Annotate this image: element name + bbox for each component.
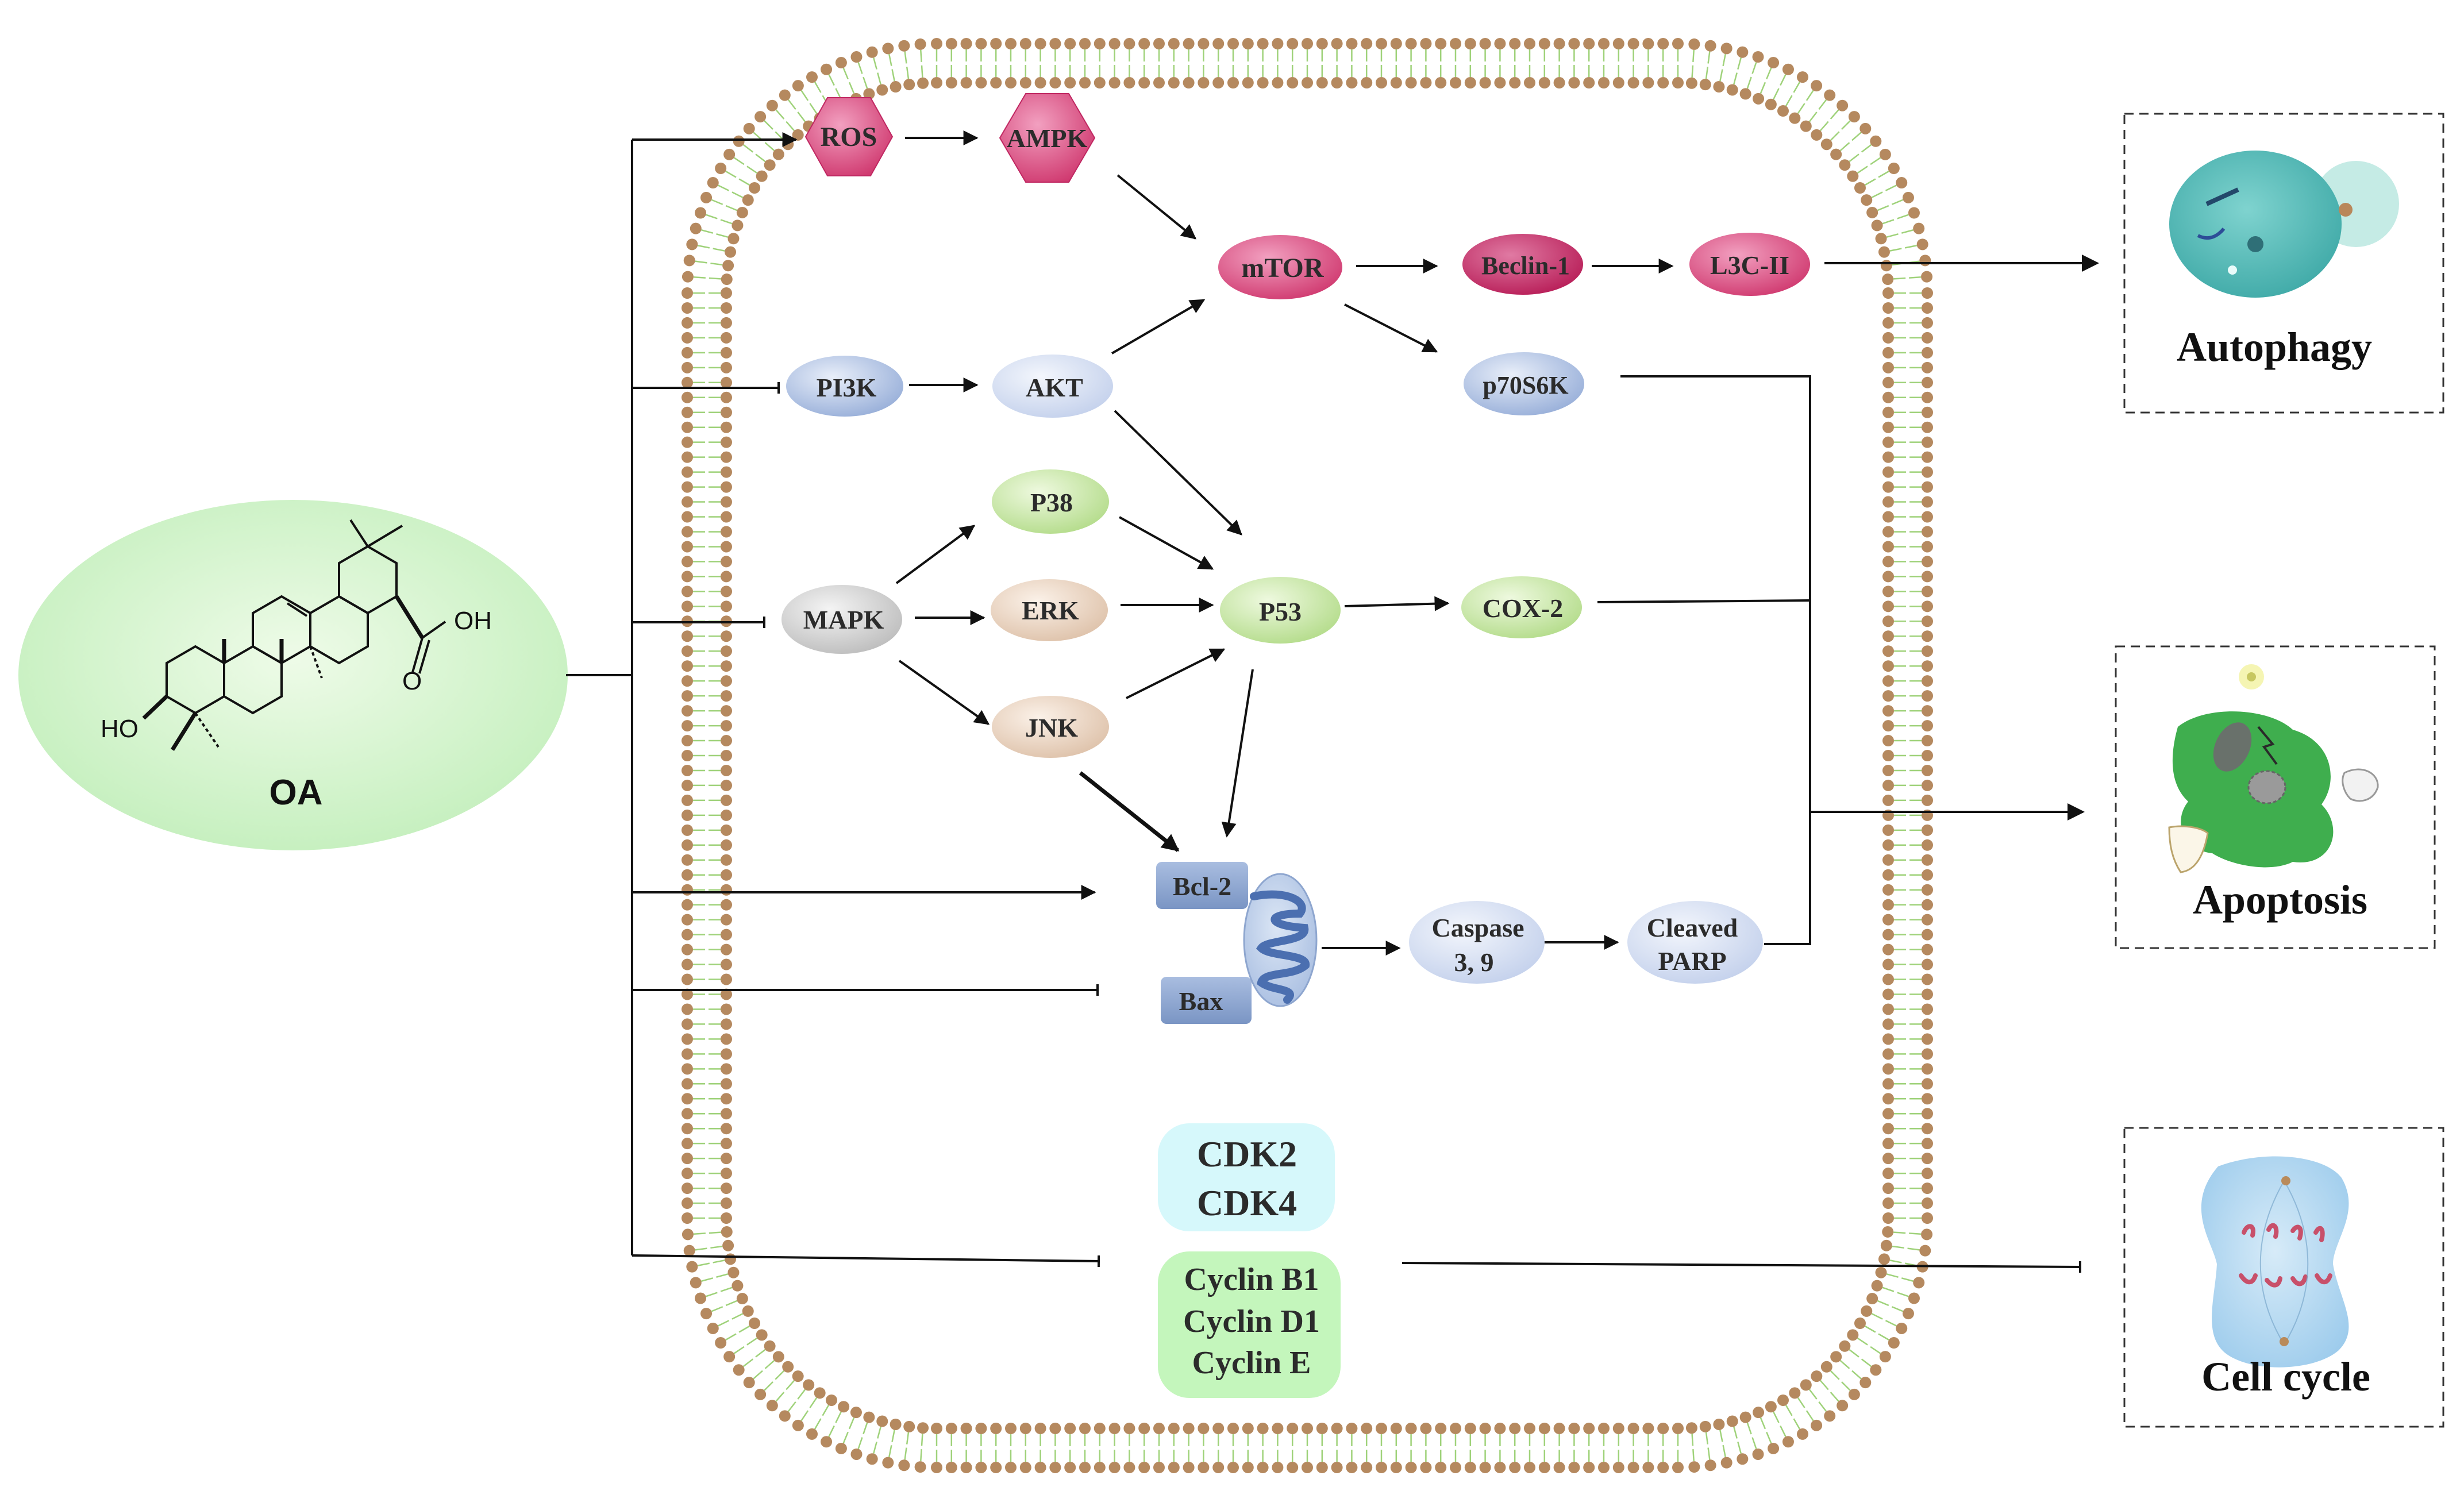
- svg-text:Autophagy: Autophagy: [2177, 324, 2372, 370]
- node-bax: Bax: [1161, 977, 1252, 1024]
- node-mtor: mTOR: [1218, 235, 1342, 299]
- cell-membrane: [682, 38, 1933, 1473]
- node-p53: P53: [1220, 577, 1341, 644]
- node-caspase: Caspase 3, 9: [1409, 901, 1545, 984]
- outcome-cell-cycle: Cell cycle: [2123, 1127, 2444, 1428]
- svg-text:ERK: ERK: [1022, 596, 1079, 625]
- node-p38: P38: [992, 469, 1109, 534]
- mitochondrion-icon: [1243, 873, 1318, 1007]
- node-cleaved-parp: Cleaved PARP: [1627, 901, 1763, 984]
- svg-text:Apoptosis: Apoptosis: [2193, 877, 2367, 923]
- svg-text:MAPK: MAPK: [803, 605, 884, 634]
- node-p70s6k: p70S6K: [1464, 352, 1584, 415]
- node-akt: AKT: [992, 355, 1113, 418]
- node-beclin1: Beclin-1: [1462, 234, 1583, 295]
- svg-text:Cyclin E: Cyclin E: [1192, 1345, 1311, 1381]
- node-pi3k: PI3K: [786, 356, 903, 417]
- svg-text:Cyclin B1: Cyclin B1: [1184, 1262, 1319, 1297]
- svg-text:AKT: AKT: [1026, 373, 1083, 402]
- node-cyclins: Cyclin B1 Cyclin D1 Cyclin E: [1158, 1251, 1341, 1398]
- cell-cycle-cell-icon: [2201, 1156, 2349, 1368]
- svg-text:Beclin-1: Beclin-1: [1481, 252, 1570, 280]
- svg-text:PARP: PARP: [1658, 946, 1726, 976]
- pathway-edges: [895, 130, 2099, 1273]
- svg-text:Bcl-2: Bcl-2: [1173, 872, 1231, 901]
- svg-text:ROS: ROS: [821, 122, 877, 152]
- oa-branch-lines: [566, 132, 1100, 1268]
- svg-text:L3C-II: L3C-II: [1710, 251, 1789, 280]
- svg-text:JNK: JNK: [1025, 713, 1078, 742]
- outcome-apoptosis: Apoptosis: [2115, 645, 2436, 949]
- svg-text:Cyclin D1: Cyclin D1: [1183, 1304, 1320, 1339]
- svg-text:mTOR: mTOR: [1241, 253, 1324, 283]
- svg-text:Cell cycle: Cell cycle: [2201, 1354, 2370, 1400]
- oh-label: OH: [454, 607, 492, 635]
- edge-cell-cycle: [1402, 1261, 2082, 1273]
- svg-text:P38: P38: [1030, 488, 1073, 517]
- pathway-nodes: ROS AMPK mTOR Beclin-1 L3C-II PI3K: [781, 93, 1810, 1398]
- node-erk: ERK: [991, 579, 1108, 641]
- node-cdk: CDK2 CDK4: [1158, 1123, 1335, 1231]
- svg-text:Cleaved: Cleaved: [1647, 913, 1738, 942]
- svg-text:p70S6K: p70S6K: [1483, 371, 1568, 399]
- node-mapk: MAPK: [781, 585, 902, 654]
- node-jnk: JNK: [992, 696, 1109, 758]
- svg-text:AMPK: AMPK: [1007, 124, 1088, 153]
- edge-oa-cyclins: [632, 1254, 1100, 1268]
- node-ampk: AMPK: [999, 93, 1096, 183]
- svg-text:3, 9: 3, 9: [1454, 947, 1494, 977]
- svg-text:CDK2: CDK2: [1197, 1134, 1297, 1174]
- svg-text:CDK4: CDK4: [1197, 1182, 1297, 1223]
- svg-text:PI3K: PI3K: [817, 373, 877, 402]
- svg-text:Bax: Bax: [1179, 987, 1223, 1016]
- node-ros: ROS: [804, 97, 894, 176]
- node-bcl2: Bcl-2: [1156, 862, 1248, 909]
- svg-text:P53: P53: [1259, 597, 1302, 626]
- oa-structure-icon: OH O HO: [101, 519, 492, 751]
- compound-ellipse: [18, 500, 568, 850]
- node-l3c2: L3C-II: [1689, 233, 1810, 296]
- apoptosis-cell-icon: [2168, 664, 2379, 873]
- o-label: O: [402, 667, 422, 695]
- oa-compound: OH O HO OA: [18, 500, 568, 850]
- compound-name: OA: [270, 773, 323, 812]
- autophagy-cell-icon: [2169, 151, 2399, 298]
- svg-text:COX-2: COX-2: [1483, 594, 1564, 623]
- outcome-autophagy: Autophagy: [2123, 113, 2444, 414]
- node-cox2: COX-2: [1461, 576, 1582, 638]
- svg-text:Caspase: Caspase: [1431, 913, 1524, 942]
- ho-label: HO: [101, 715, 138, 743]
